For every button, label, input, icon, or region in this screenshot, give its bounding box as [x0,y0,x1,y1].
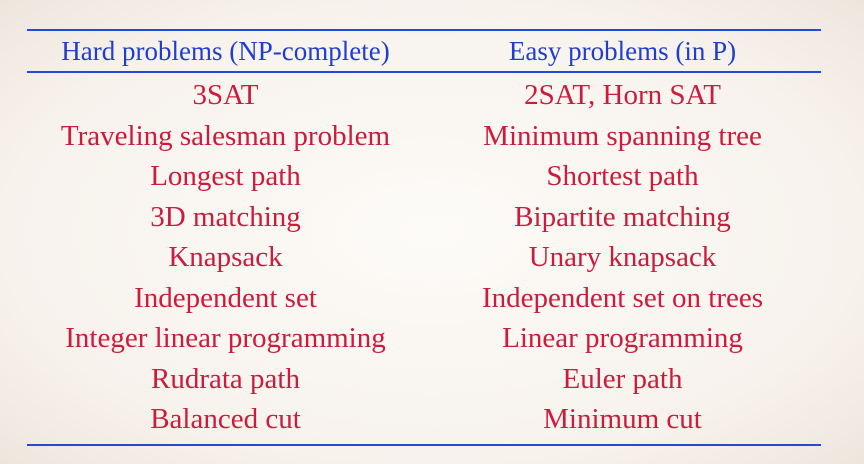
header-hard: Hard problems (NP-complete) [61,36,390,66]
header-rule [27,71,821,73]
hard-problem-cell: Longest path [150,160,301,193]
table-body: 3SAT 2SAT, Horn SAT Traveling salesman p… [27,73,821,444]
easy-problem-cell: Euler path [562,362,683,395]
easy-problem-cell: Linear programming [502,322,743,355]
table-row: Independent set Independent set on trees [27,278,821,319]
easy-problem-cell: Shortest path [546,160,699,193]
table-row: 3SAT 2SAT, Horn SAT [27,75,821,116]
easy-problem-cell: 2SAT, Horn SAT [524,79,721,112]
easy-problem-cell: Bipartite matching [514,200,731,233]
easy-problem-cell: Unary knapsack [528,241,717,274]
table-row: Balanced cut Minimum cut [27,399,821,440]
hard-problem-cell: Independent set [134,281,317,314]
easy-problem-cell: Minimum cut [543,403,702,436]
easy-problem-cell: Independent set on trees [481,281,764,314]
hard-problem-cell: Traveling salesman problem [60,119,391,152]
hard-problem-cell: 3D matching [150,200,301,233]
table-row: Longest path Shortest path [27,156,821,197]
hard-problem-cell: Rudrata path [151,362,300,395]
table-row: 3D matching Bipartite matching [27,197,821,238]
table-row: Integer linear programming Linear progra… [27,318,821,359]
easy-problem-cell: Minimum spanning tree [483,119,762,152]
table-row: Traveling salesman problem Minimum spann… [27,116,821,157]
hard-problem-cell: 3SAT [192,79,259,112]
header-row: Hard problems (NP-complete) Easy problem… [27,31,821,71]
hard-problem-cell: Integer linear programming [65,322,386,355]
top-rule [27,29,821,31]
hard-problem-cell: Balanced cut [150,403,301,436]
table-row: Knapsack Unary knapsack [27,237,821,278]
bottom-rule [27,443,821,446]
header-easy: Easy problems (in P) [508,36,737,66]
table-row: Rudrata path Euler path [27,359,821,400]
problems-table: Hard problems (NP-complete) Easy problem… [27,29,821,446]
hard-problem-cell: Knapsack [168,241,283,274]
